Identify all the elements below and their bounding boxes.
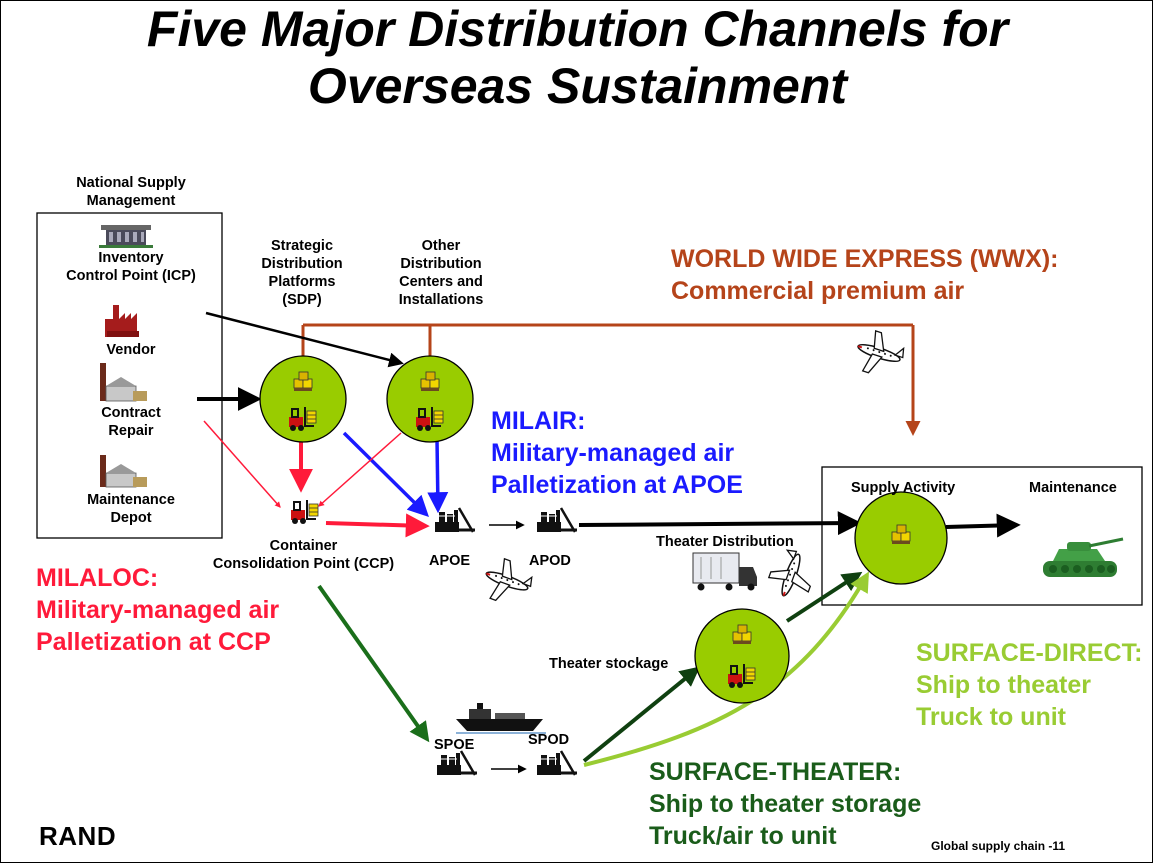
rand-logo: RAND [39,821,117,851]
spoe-label: SPOE [434,737,475,753]
milair-line: Palletization at APOE [491,471,743,499]
theater-stockage-label: Theater stockage [549,656,669,672]
milaloc-line: MILALOC: [36,564,159,592]
apod-supply-arrow [578,511,862,536]
port-crane-icon [435,749,479,777]
port-crane-icon [535,749,579,777]
maintenance-label: Maintenance [1029,480,1117,496]
depot-icon [100,455,147,488]
depot-icon [100,363,147,402]
milair-line: MILAIR: [491,407,586,435]
odc-line: Centers and [399,274,483,290]
tank-icon [1043,537,1124,577]
airplane-icon [763,544,821,605]
national-supply-box [36,212,223,539]
milair-channel-label: MILAIR: Military-managed air Palletizati… [491,405,743,501]
depot-line: Maintenance [87,492,175,508]
apoe-label: APOE [429,553,471,569]
port-crane-icon [535,506,579,534]
icp-line: Control Point (ICP) [66,268,196,284]
building-icon [99,225,153,248]
milaloc-channel-label: MILALOC: Military-managed air Palletizat… [36,562,279,658]
spod-stockage-arrow [582,666,701,763]
stockage-node [694,608,790,704]
supply-activity-node [854,491,948,585]
milaloc-ccp-apoe-arrow [325,513,430,538]
odc-line: Installations [398,292,484,308]
odc-line: Distribution [400,256,482,272]
ccp-line: Container [269,538,338,554]
supply-activity-label: Supply Activity [851,480,956,496]
surface-theater-line: Ship to theater storage [649,790,922,818]
milair-line: Military-managed air [491,439,735,467]
slide-footer: Global supply chain -11 [931,839,1066,853]
contract-repair-label: Contract Repair [41,404,221,440]
sdp-node [259,355,347,443]
icp-line: Inventory [98,250,164,266]
sdp-line: Platforms [268,274,336,290]
ccp-label: Container Consolidation Point (CCP) [186,537,421,573]
surface-theater-line: Truck/air to unit [649,822,837,850]
vendor-label: Vendor [106,342,156,358]
title-line-1: Five Major Distribution Channels for [146,1,1009,57]
truck-icon [692,552,757,591]
surface-theater-channel-label: SURFACE-THEATER: Ship to theater storage… [649,756,921,852]
port-crane-icon [433,506,477,534]
ccp-line: Consolidation Point (CCP) [212,556,395,572]
national-supply-heading: National Supply Management [41,174,221,210]
sdp-label: Strategic Distribution Platforms (SDP) [246,237,358,309]
other-dc-label: Other Distribution Centers and Installat… [371,237,511,309]
contract-line: Contract [101,405,161,421]
surface-direct-line: SURFACE-DIRECT: [916,639,1143,667]
factory-icon [105,305,139,337]
surface-direct-line: Truck to unit [916,703,1066,731]
icp-to-odc-arrow [205,311,404,368]
ccp-forklift-icon [290,499,319,525]
heading-line: Management [86,193,176,209]
milaloc-line: Military-managed air [36,596,280,624]
ccp-spoe-arrow [317,584,430,743]
milair-sdp-arrow [342,431,429,517]
heading-line: National Supply [76,175,186,191]
apod-label: APOD [529,553,571,569]
ship-icon [456,703,546,734]
theater-distribution-label: Theater Distribution [656,534,794,550]
sdp-line: Strategic [270,238,334,254]
depot-line: Depot [110,510,152,526]
surface-direct-line: Ship to theater [916,671,1092,699]
surface-direct-channel-label: SURFACE-DIRECT: Ship to theater Truck to… [916,637,1142,733]
milair-odc-arrow [427,438,449,514]
sdp-line: Distribution [261,256,343,272]
title-line-2: Overseas Sustainment [307,58,848,114]
surface-theater-line: SURFACE-THEATER: [649,758,902,786]
stockage-supply-arrow [785,571,863,623]
milaloc-line: Palletization at CCP [36,628,271,656]
wwx-route [301,323,921,436]
wwx-channel-label: WORLD WIDE EXPRESS (WWX): Commercial pre… [671,243,1058,307]
airplane-icon [850,326,910,383]
maintenance-depot-label: Maintenance Depot [41,491,221,527]
odc-node [386,355,474,443]
contract-line: Repair [108,423,154,439]
slide-title: Five Major Distribution Channels for Ove… [1,1,1152,115]
sdp-line: (SDP) [282,292,322,308]
supply-maintenance-arrow [945,513,1021,538]
wwx-line: WORLD WIDE EXPRESS (WWX): [671,245,1059,273]
odc-line: Other [421,238,461,254]
icp-label: Inventory Control Point (ICP) [41,249,221,285]
airplane-icon [477,553,538,611]
milaloc-repair-arrow [203,420,281,508]
milaloc-odc-arrow [318,432,402,507]
wwx-line: Commercial premium air [671,277,965,305]
spod-label: SPOD [528,732,570,748]
